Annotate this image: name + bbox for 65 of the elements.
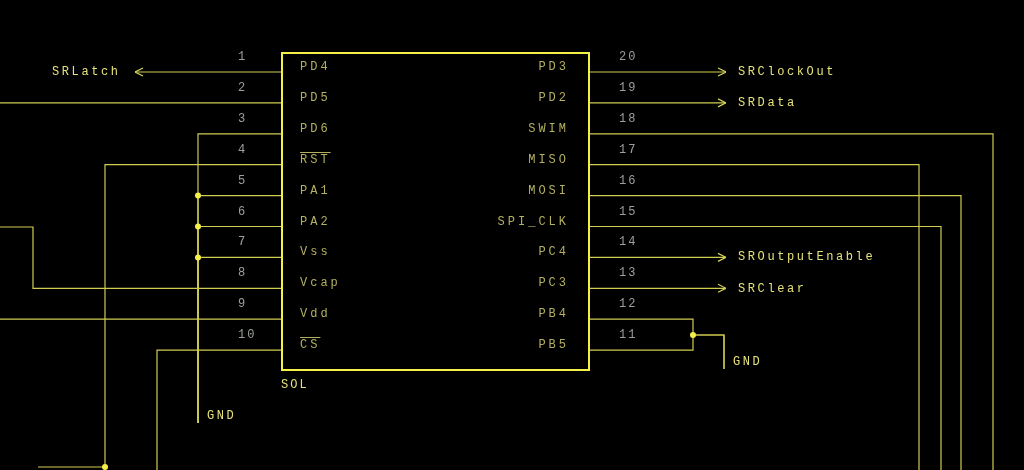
wire <box>0 102 282 104</box>
pin-number: 9 <box>238 297 248 312</box>
pin-number: 3 <box>238 111 248 126</box>
pin-name: Vdd <box>300 307 331 322</box>
wire <box>37 164 282 468</box>
ground-label: GND <box>724 355 763 369</box>
wire <box>589 164 920 470</box>
pin-number: 18 <box>619 111 638 126</box>
signal-arrow <box>589 98 727 108</box>
pin-number: 20 <box>619 50 638 64</box>
signal-arrow <box>134 67 282 77</box>
pin-number: 2 <box>238 80 248 95</box>
net-label: SRData <box>726 96 797 110</box>
pin-number: 7 <box>238 235 248 250</box>
pin-name: SPI_CLK <box>497 214 569 229</box>
pin-name: PC4 <box>538 245 569 260</box>
pin-number: 8 <box>238 266 248 281</box>
net-label: SRLatch <box>52 65 135 79</box>
wire <box>589 133 994 470</box>
pin-name: Vcap <box>300 276 341 291</box>
pin-number: 19 <box>619 80 638 95</box>
pin-number: 14 <box>619 235 638 250</box>
ic-body <box>281 52 590 371</box>
pin-number: 1 <box>238 50 248 64</box>
pin-name: MISO <box>528 152 569 167</box>
pin-name: PD5 <box>300 90 331 105</box>
package-label: SOL <box>281 378 309 392</box>
pin-number: 10 <box>238 328 257 343</box>
wire <box>197 256 282 424</box>
pin-number: 12 <box>619 297 638 312</box>
pin-name: RST <box>300 152 331 167</box>
signal-arrow <box>589 67 727 77</box>
pin-name: PD3 <box>538 60 569 74</box>
pin-name: PC3 <box>538 276 569 291</box>
pin-name: PA1 <box>300 183 331 198</box>
pin-name: PB4 <box>538 307 569 322</box>
pin-name: PD6 <box>300 121 331 136</box>
pin-number: 15 <box>619 204 638 219</box>
pin-name: PD4 <box>300 60 331 74</box>
wire <box>589 334 725 370</box>
pin-name: PA2 <box>300 214 331 229</box>
pin-number: 4 <box>238 142 248 157</box>
pin-number: 5 <box>238 173 248 188</box>
pin-number: 17 <box>619 142 638 157</box>
pin-name: Vss <box>300 245 331 260</box>
wire <box>589 225 942 470</box>
signal-arrow <box>589 252 727 262</box>
pin-number: 11 <box>619 328 638 343</box>
wire <box>0 226 282 289</box>
net-label: SRClockOut <box>726 65 836 79</box>
pin-name: SWIM <box>528 121 569 136</box>
pin-name: CS <box>300 338 321 353</box>
wire <box>156 349 282 470</box>
net-label: SRClear <box>726 282 807 296</box>
wire <box>589 195 962 470</box>
pin-number: 13 <box>619 266 638 281</box>
pin-name: PD2 <box>538 90 569 105</box>
pin-number: 16 <box>619 173 638 188</box>
pin-name: MOSI <box>528 183 569 198</box>
pin-number: 6 <box>238 204 248 219</box>
net-label: SROutputEnable <box>726 250 876 264</box>
ground-label: GND <box>198 409 237 423</box>
wire <box>0 318 282 320</box>
signal-arrow <box>589 283 727 293</box>
pin-name: PB5 <box>538 338 569 353</box>
